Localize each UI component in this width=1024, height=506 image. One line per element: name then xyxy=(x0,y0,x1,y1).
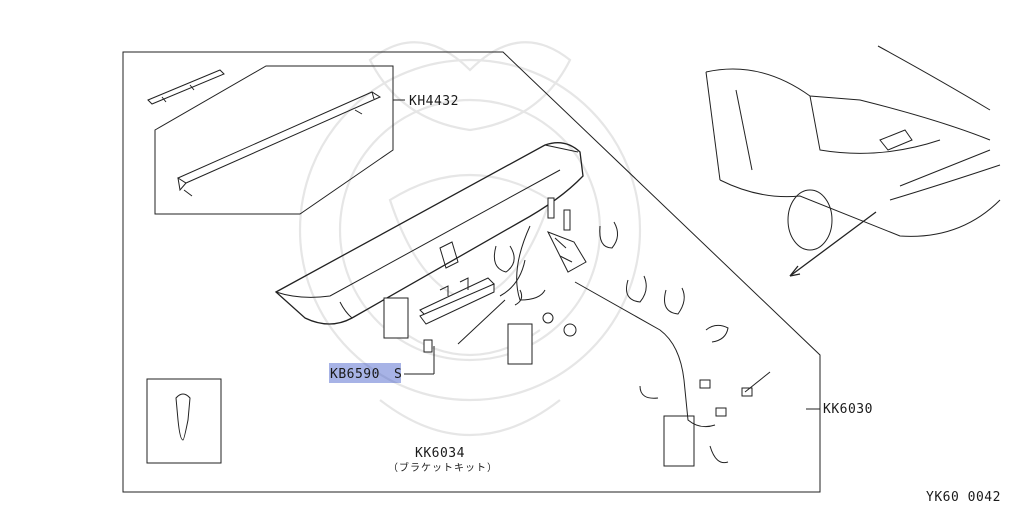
part-label-kb6590-suffix[interactable]: S xyxy=(394,367,402,382)
part-label-kh4432[interactable]: KH4432 xyxy=(409,94,459,109)
stop-lamp xyxy=(419,277,495,325)
foam-pad-2 xyxy=(507,323,533,365)
kh4432-inset xyxy=(147,65,405,215)
foam-pad-3 xyxy=(663,415,695,467)
part-label-kb6590[interactable]: KB6590 xyxy=(330,367,380,382)
wiring-harness xyxy=(423,197,716,428)
car-outline xyxy=(705,45,1001,277)
part-label-kk6030[interactable]: KK6030 xyxy=(823,402,873,417)
part-label-kk6034-sub: （ブラケットキット） xyxy=(388,461,498,474)
part-label-kk6034[interactable]: KK6034 xyxy=(415,446,465,461)
clip-inset xyxy=(146,378,222,464)
main-frame-outline xyxy=(122,51,821,493)
foam-pad-1 xyxy=(383,297,409,339)
figure-code: YK60 0042 xyxy=(926,490,1001,505)
rear-spoiler xyxy=(274,142,584,325)
part-number-highlight xyxy=(329,363,401,383)
cable-ties xyxy=(493,221,771,464)
